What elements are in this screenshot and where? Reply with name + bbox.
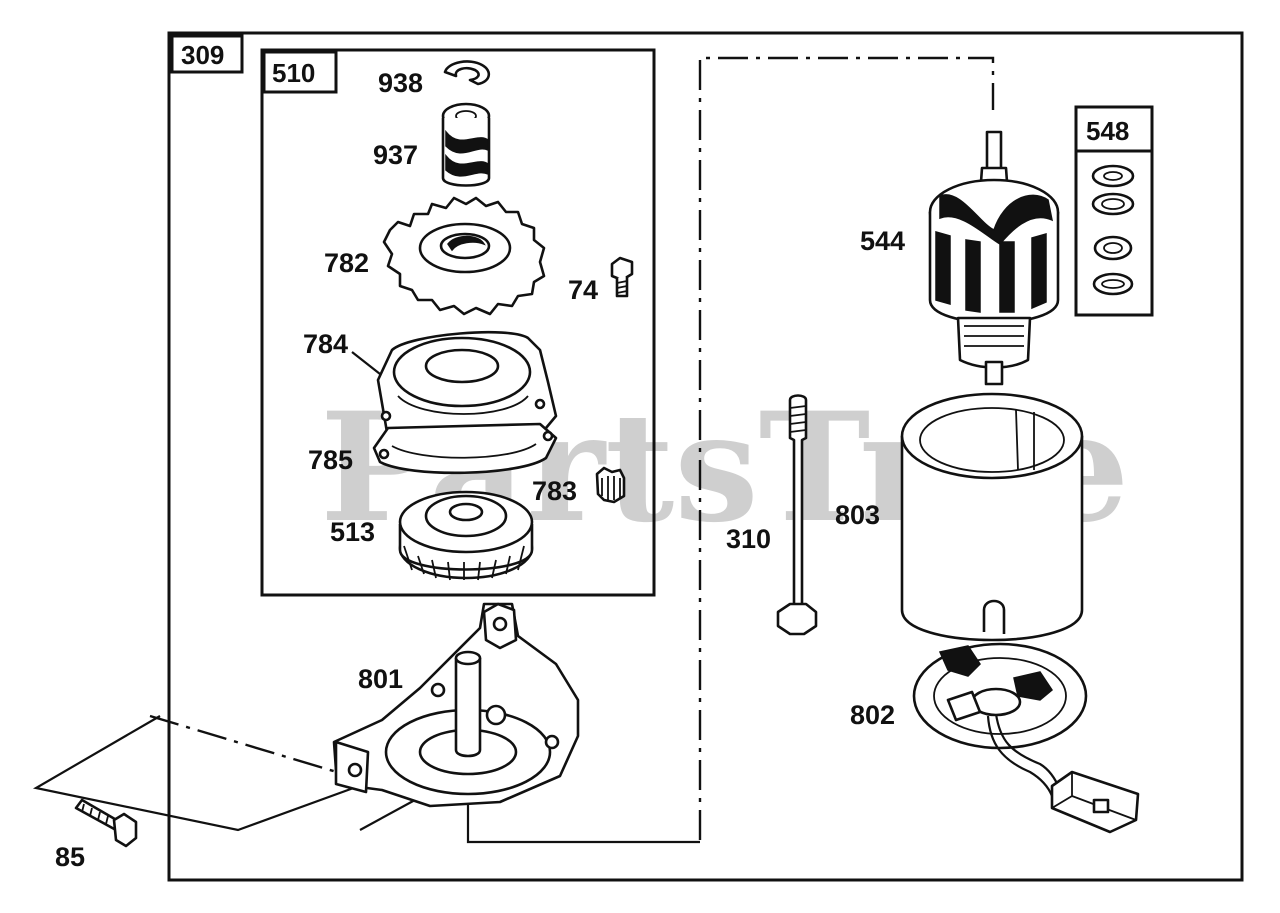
callout-938[interactable]: 938: [378, 68, 423, 98]
callout-785[interactable]: 785: [308, 445, 353, 475]
callout-box-309[interactable]: 309: [170, 34, 244, 74]
callout-310[interactable]: 310: [726, 524, 771, 554]
part-85-bolt[interactable]: [74, 798, 138, 848]
callout-box-548[interactable]: 548: [1074, 105, 1154, 153]
part-785-gasket[interactable]: [372, 422, 558, 475]
alignment-line-main: [698, 56, 995, 840]
callout-548: 548: [1086, 116, 1129, 146]
part-544-armature[interactable]: [928, 130, 1060, 386]
part-802-brush-plate[interactable]: [912, 642, 1140, 834]
callout-513[interactable]: 513: [330, 517, 375, 547]
part-783-pinion[interactable]: [595, 466, 626, 504]
callout-85[interactable]: 85: [55, 842, 85, 872]
assembly-frame-309: [167, 31, 1244, 882]
part-784-drive-cap[interactable]: [376, 330, 558, 448]
group-frame-510: [260, 48, 656, 597]
callout-309: 309: [181, 40, 224, 70]
bracket-line-85: [32, 715, 371, 832]
callout-74[interactable]: 74: [568, 275, 598, 305]
part-310-through-bolt[interactable]: [776, 394, 818, 636]
part-513-clutch-ring-gear[interactable]: [398, 490, 534, 581]
leader-784: [351, 351, 381, 375]
callout-544[interactable]: 544: [860, 226, 905, 256]
callout-510: 510: [272, 58, 315, 88]
part-782-pinion-gear[interactable]: [382, 196, 546, 316]
callout-801[interactable]: 801: [358, 664, 403, 694]
callout-802[interactable]: 802: [850, 700, 895, 730]
part-803-motor-housing[interactable]: [900, 392, 1084, 642]
callout-803[interactable]: 803: [835, 500, 880, 530]
alignment-line-85: [149, 714, 371, 784]
connector-line-801: [466, 805, 700, 844]
part-938-retaining-ring[interactable]: [443, 60, 491, 86]
callout-782[interactable]: 782: [324, 248, 369, 278]
callout-box-510[interactable]: 510: [262, 50, 338, 94]
part-937-drive-screw[interactable]: [441, 102, 491, 187]
part-74-screw[interactable]: [610, 256, 634, 298]
callout-937[interactable]: 937: [373, 140, 418, 170]
part-548-washer-set[interactable]: [1091, 164, 1135, 296]
callout-784[interactable]: 784: [303, 329, 348, 359]
part-801-end-bracket[interactable]: [332, 602, 580, 808]
callout-783[interactable]: 783: [532, 476, 577, 506]
